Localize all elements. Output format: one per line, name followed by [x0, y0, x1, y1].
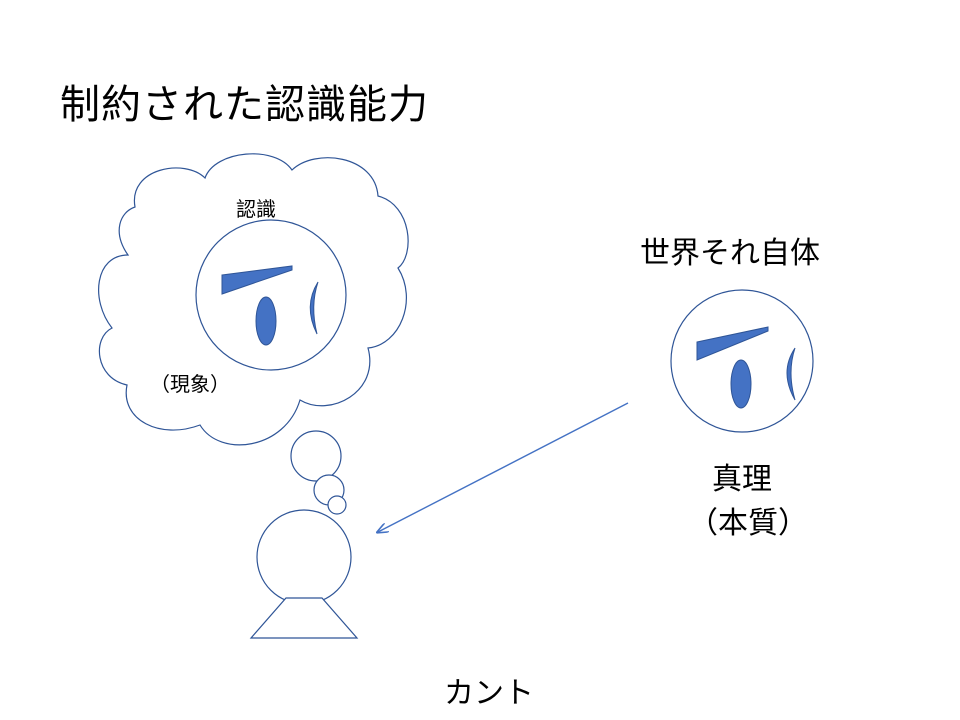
pi-glyph-icon-world — [696, 326, 796, 409]
kant-label: カント — [444, 676, 534, 711]
cognition-circle — [195, 219, 347, 371]
person-body — [249, 597, 359, 639]
cognition-label: 認識 — [236, 197, 276, 221]
pi-glyph-icon — [221, 265, 319, 346]
world-itself-label: 世界それ自体 — [640, 236, 820, 271]
knowledge-arrow — [378, 402, 629, 532]
essence-label: （本質） — [688, 506, 808, 541]
truth-label: 真理 — [712, 462, 772, 497]
person-head — [256, 509, 352, 605]
thought-bubble-small — [327, 495, 347, 515]
phenomenon-label: （現象） — [150, 372, 230, 396]
thought-bubble-large — [290, 430, 342, 482]
slide-title: 制約された認識能力 — [60, 82, 429, 128]
